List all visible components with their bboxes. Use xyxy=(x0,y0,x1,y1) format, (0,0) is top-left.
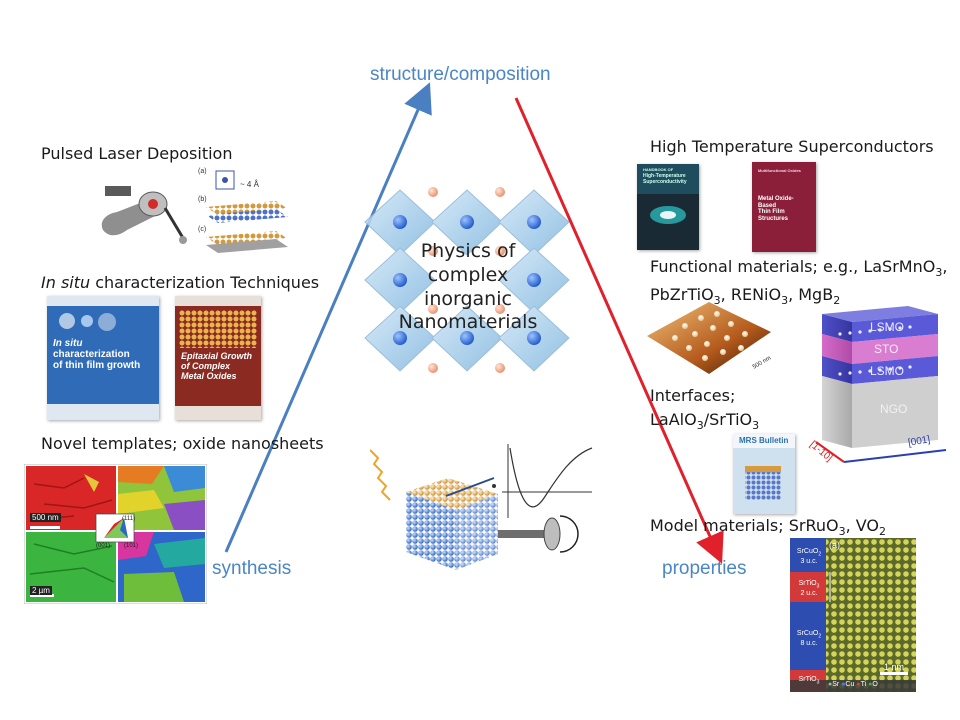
interfaces-laalo: LaAlO xyxy=(650,410,697,429)
pld-layer-diagram xyxy=(206,170,288,253)
center-title: Physics of complex inorganic Nanomateria… xyxy=(393,240,543,335)
model-label-a: Model materials; SrRuO xyxy=(650,516,839,535)
center-title-line-2: complex xyxy=(427,263,509,286)
metal-oxide-book-title-1: Metal Oxide-Based xyxy=(758,196,794,209)
pld-inset-tag-a: (a) xyxy=(198,168,207,175)
insitu-book-title-2: characterization xyxy=(53,349,130,360)
htsc-book-title-3: Superconductivity xyxy=(643,178,687,185)
model-sub-b: 2 xyxy=(879,525,887,539)
synthesis-label: synthesis xyxy=(212,558,292,579)
metal-oxide-book-cover: Multifunctional Oxides Metal Oxide-Based… xyxy=(752,162,816,252)
stem-legend: ●Sr ●Cu ●Ti ●O xyxy=(828,681,878,688)
center-title-line-3: inorganic xyxy=(424,287,512,310)
nanocube-measurement-illustration xyxy=(370,444,593,570)
func-sub-b: 3 xyxy=(713,294,721,308)
htsc-book-title-1: HANDBOOK OF xyxy=(643,167,674,172)
templates-label: Novel templates; oxide nanosheets xyxy=(41,434,324,453)
htsc-book-title-2: High-Temperature xyxy=(643,172,686,179)
interfaces-label: Interfaces; LaAlO3/SrTiO3 xyxy=(650,384,759,438)
perovskite-octahedra-illustration xyxy=(364,187,570,373)
func-mgb: , MgB xyxy=(788,285,834,305)
center-title-line-4: Nanomaterials xyxy=(398,311,538,334)
heterostructure-stack-image xyxy=(815,306,947,463)
func-sub-a: 3 xyxy=(935,266,943,280)
stem-lattice-image xyxy=(790,538,916,692)
synthesis-to-structure-arrow xyxy=(224,82,432,553)
layer-label-sto: STO xyxy=(874,342,899,356)
structure-composition-label: structure/composition xyxy=(370,64,551,85)
ebsd-map-image xyxy=(24,464,207,604)
mrs-bulletin-title: MRS Bulletin xyxy=(739,436,789,445)
mrs-bulletin-cover: MRS Bulletin xyxy=(733,434,795,514)
func-pzt: PbZrTiO xyxy=(650,285,714,305)
interfaces-title: Interfaces; xyxy=(650,386,736,405)
model-label-b: , VO xyxy=(845,516,880,535)
structure-to-properties-arrow xyxy=(514,97,724,564)
afm-surface-image xyxy=(647,302,771,374)
epitaxial-book-title-3: Metal Oxides xyxy=(181,370,237,381)
model-materials-label: Model materials; SrRuO3, VO2 xyxy=(650,516,886,538)
stem-layer-4: SrTiO3 xyxy=(798,676,820,686)
functional-materials-label: Functional materials; e.g., LaSrMnO3, Pb… xyxy=(650,257,948,308)
epitaxial-book-cover: Epitaxial Growth of Complex Metal Oxides xyxy=(175,296,261,420)
insitu-book-cover: In situ characterization of thin film gr… xyxy=(47,296,159,420)
layer-label-lsmo-bottom: LSMO xyxy=(870,364,905,378)
htsc-handbook-cover: HANDBOOK OF High-Temperature Superconduc… xyxy=(637,164,699,250)
pld-inset-dimension: ~ 4 Å xyxy=(240,180,259,189)
epitaxial-book-title-1: Epitaxial Growth xyxy=(181,351,253,361)
ebsd-legend-top: (111) xyxy=(122,516,136,522)
stem-panel-tag: (a) xyxy=(829,540,840,550)
func-reni: , RENiO xyxy=(720,285,782,305)
center-title-line-1: Physics of xyxy=(420,240,516,262)
pld-inset-tag-c: (c) xyxy=(198,226,207,233)
ebsd-legend-right: (101) xyxy=(124,543,139,549)
htsc-label: High Temperature Superconductors xyxy=(650,137,934,156)
insitu-book-title-1: In situ xyxy=(53,338,83,349)
interfaces-srtio: /SrTiO xyxy=(703,410,753,429)
insitu-book-title-3: of thin film growth xyxy=(53,360,141,371)
ebsd-legend-left: (001) xyxy=(96,543,111,549)
insitu-label-rest: characterization Techniques xyxy=(90,273,320,292)
insitu-label: In situ characterization Techniques xyxy=(41,273,319,292)
func-line1: Functional materials; e.g., LaSrMnO xyxy=(650,257,936,276)
layer-label-ngo: NGO xyxy=(880,402,908,416)
pld-label: Pulsed Laser Deposition xyxy=(41,144,233,163)
ebsd-scale-top: 500 nm xyxy=(30,513,61,522)
metal-oxide-book-series: Multifunctional Oxides xyxy=(758,168,801,173)
pld-chamber-illustration xyxy=(95,178,190,248)
stem-scale-label: 1 nm xyxy=(884,662,905,672)
metal-oxide-book-title-2: Thin Film Structures xyxy=(758,209,789,222)
func-sub-c: 3 xyxy=(781,294,789,308)
func-sub-d: 2 xyxy=(833,294,841,308)
epitaxial-book-title-2: of Complex xyxy=(181,360,231,371)
model-sub-a: 3 xyxy=(838,525,846,539)
ebsd-scale-bottom: 2 µm xyxy=(30,586,52,595)
pld-inset-tag-b: (b) xyxy=(198,196,207,203)
insitu-label-italic: In situ xyxy=(41,273,91,292)
interfaces-sub-b: 3 xyxy=(752,419,760,433)
properties-label: properties xyxy=(662,558,747,579)
layer-label-lsmo-top: LSMO xyxy=(870,320,905,334)
interfaces-sub-a: 3 xyxy=(696,419,704,433)
